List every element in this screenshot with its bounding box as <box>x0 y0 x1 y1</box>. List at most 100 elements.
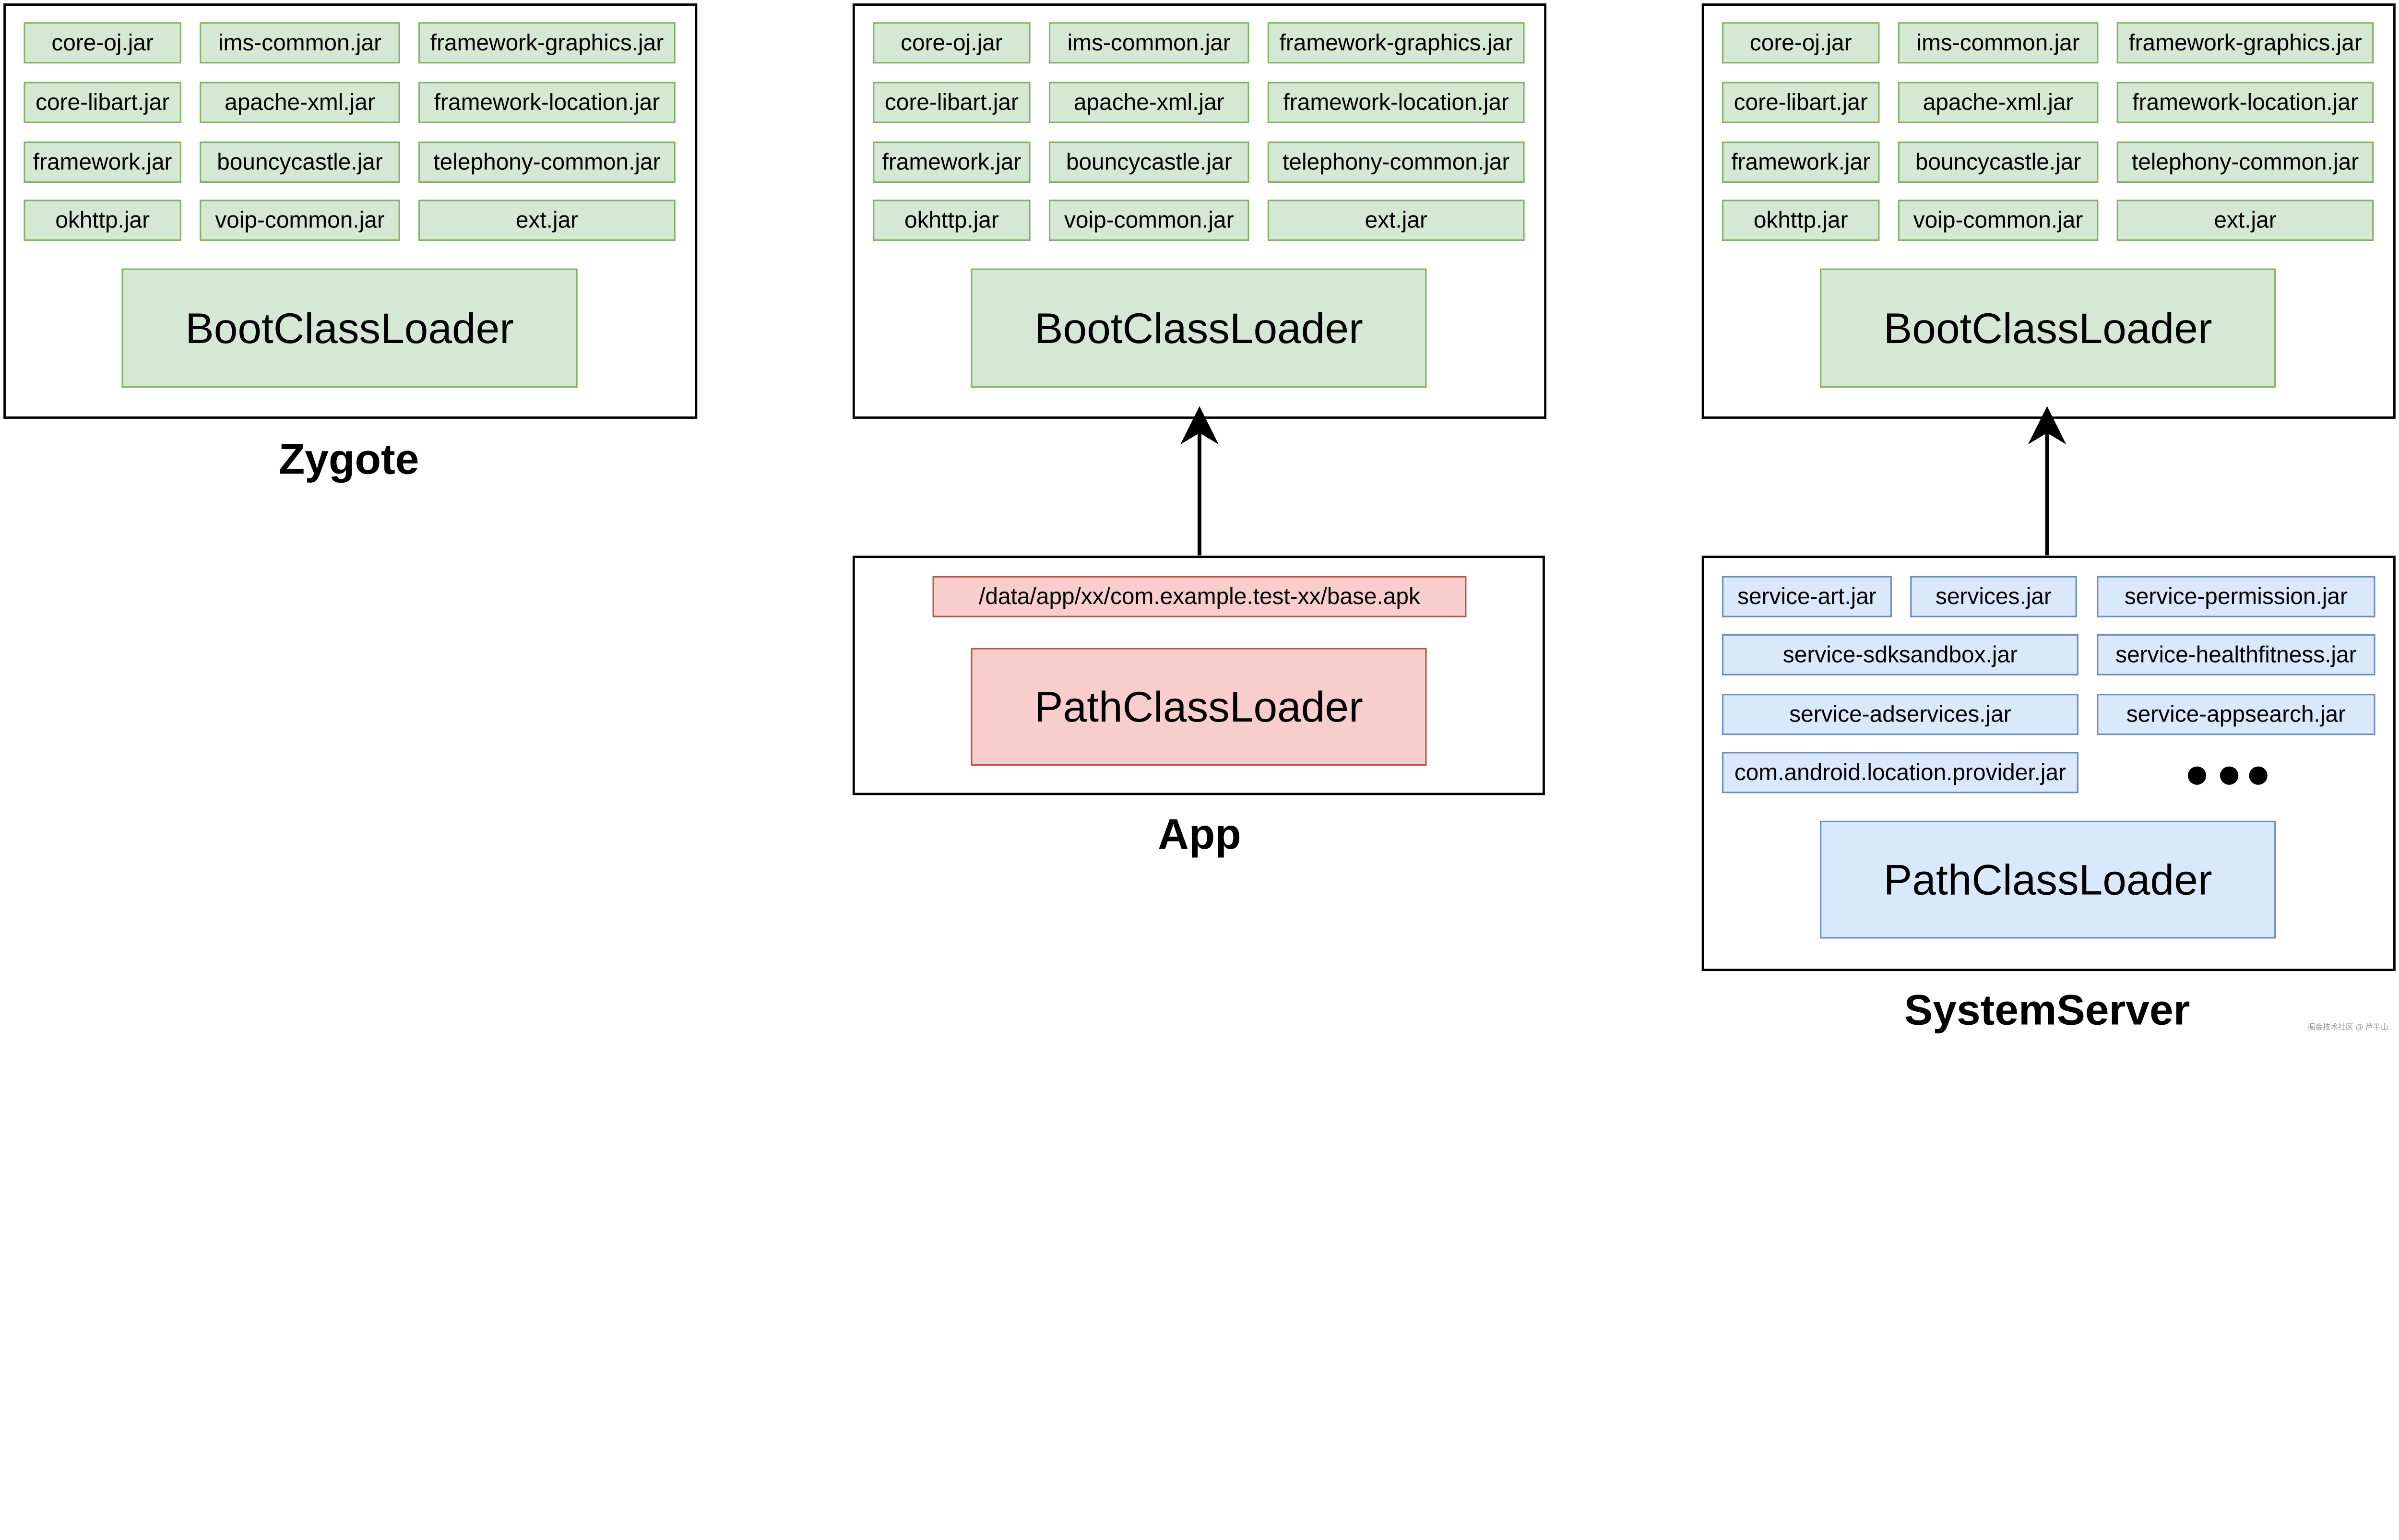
jar-ims-common-rect <box>1048 22 1249 64</box>
jar-services-rect <box>1910 576 2077 617</box>
jar-framework-graphics: framework-graphics.jar <box>2116 22 2374 64</box>
jar-com-android-location-provider-label: com.android.location.provider.jar <box>1734 760 2066 785</box>
jar-framework-graphics: framework-graphics.jar <box>1267 22 1525 64</box>
jar-framework: framework.jar <box>873 141 1031 183</box>
system-server-boot-boot-class-loader-label: BootClassLoader <box>1884 304 2212 352</box>
jar-ims-common-rect <box>1898 22 2099 64</box>
jar-core-libart-rect <box>873 82 1031 123</box>
jar-service-sdksandbox-label: service-sdksandbox.jar <box>1783 642 2018 667</box>
jar-framework-rect <box>873 141 1031 183</box>
jar-core-oj-label: core-oj.jar <box>51 30 154 56</box>
zygote-boot-class-loader: BootClassLoader <box>121 268 578 388</box>
jar-apache-xml-rect <box>200 82 400 123</box>
jar-service-sdksandbox-rect <box>1722 634 2078 675</box>
jar-core-libart: core-libart.jar <box>24 82 181 123</box>
jar-service-appsearch-rect <box>2097 694 2375 735</box>
jar-service-appsearch-label: service-appsearch.jar <box>2126 702 2346 727</box>
jar-service-adservices-label: service-adservices.jar <box>1789 702 2011 727</box>
jar-ims-common-label: ims-common.jar <box>1068 30 1231 56</box>
jar-ims-common: ims-common.jar <box>200 22 400 64</box>
jar-voip-common-rect <box>1898 200 2099 241</box>
system-server-path-class-loader: PathClassLoader <box>1820 820 2276 939</box>
jar-voip-common: voip-common.jar <box>1898 200 2099 241</box>
jar-okhttp-label: okhttp.jar <box>1754 208 1848 233</box>
app-path-class-loader-rect <box>971 648 1427 766</box>
jar-okhttp-rect <box>873 200 1031 241</box>
zygote-title: Zygote <box>279 435 419 483</box>
jar-framework-location-rect <box>418 82 676 123</box>
jar-core-oj-rect <box>1722 22 1880 64</box>
jar-okhttp: okhttp.jar <box>1722 200 1880 241</box>
jar-com-android-location-provider: com.android.location.provider.jar <box>1722 752 2078 794</box>
app-boot-boot-class-loader: BootClassLoader <box>971 268 1427 388</box>
jar-framework-location: framework-location.jar <box>418 82 676 123</box>
jar-service-healthfitness-label: service-healthfitness.jar <box>2115 642 2356 667</box>
jar-ims-common-rect <box>200 22 400 64</box>
jar-core-libart-rect <box>1722 82 1880 123</box>
jar-framework-location-label: framework-location.jar <box>434 90 660 115</box>
jar-ims-common-label: ims-common.jar <box>218 30 381 56</box>
jar-bouncycastle-label: bouncycastle.jar <box>217 150 383 175</box>
jar-service-adservices-rect <box>1722 694 2078 735</box>
jar-bouncycastle-label: bouncycastle.jar <box>1915 150 2081 175</box>
jar-service-permission-rect <box>2097 576 2375 617</box>
jar-service-permission-label: service-permission.jar <box>2125 584 2348 609</box>
jar-service-art-label: service-art.jar <box>1737 584 1876 609</box>
jar-core-oj: core-oj.jar <box>873 22 1031 64</box>
jar-telephony-common-label: telephony-common.jar <box>1283 150 1509 175</box>
jar-service-healthfitness: service-healthfitness.jar <box>2097 634 2375 675</box>
app-path-class-loader-label: PathClassLoader <box>1034 683 1363 731</box>
jar-core-libart-label: core-libart.jar <box>36 90 169 115</box>
jar-service-permission: service-permission.jar <box>2097 576 2375 617</box>
jar-apache-xml-rect <box>1898 82 2099 123</box>
jar-ims-common-label: ims-common.jar <box>1916 30 2079 56</box>
jar-ext-rect <box>1267 200 1525 241</box>
jar-ext: ext.jar <box>2116 200 2374 241</box>
jar-voip-common: voip-common.jar <box>1048 200 1249 241</box>
dot <box>2187 766 2207 785</box>
jar-framework-graphics-label: framework-graphics.jar <box>1280 30 1513 56</box>
jar-service-art: service-art.jar <box>1722 576 1892 617</box>
apk-path: /data/app/xx/com.example.test-xx/base.ap… <box>932 576 1467 617</box>
jar-ext-label: ext.jar <box>1365 208 1427 233</box>
jar-telephony-common: telephony-common.jar <box>418 141 676 183</box>
jar-apache-xml-label: apache-xml.jar <box>1074 90 1224 115</box>
jar-framework-graphics-label: framework-graphics.jar <box>430 30 664 56</box>
jar-okhttp-rect <box>24 200 181 241</box>
jar-apache-xml-rect <box>1048 82 1249 123</box>
jar-telephony-common: telephony-common.jar <box>2116 141 2374 183</box>
system-server-boot-boot-class-loader: BootClassLoader <box>1820 268 2276 388</box>
jar-framework-location: framework-location.jar <box>2116 82 2374 123</box>
jar-bouncycastle-rect <box>200 141 400 183</box>
jar-core-libart-label: core-libart.jar <box>885 90 1019 115</box>
jar-voip-common-rect <box>200 200 400 241</box>
jar-framework-location-rect <box>2116 82 2374 123</box>
system-server-title: SystemServer <box>1904 986 2190 1034</box>
jar-framework-location-rect <box>1267 82 1525 123</box>
system-server-path-class-loader-label: PathClassLoader <box>1884 856 2212 904</box>
jar-core-libart-label: core-libart.jar <box>1734 90 1868 115</box>
jar-ext-label: ext.jar <box>516 208 578 233</box>
jar-telephony-common: telephony-common.jar <box>1267 141 1525 183</box>
jar-framework-label: framework.jar <box>33 150 172 175</box>
zygote-boot-class-loader-rect <box>121 268 578 388</box>
jar-services: services.jar <box>1910 576 2077 617</box>
jar-apache-xml: apache-xml.jar <box>1048 82 1249 123</box>
jar-framework-graphics-rect <box>1267 22 1525 64</box>
jar-com-android-location-provider-rect <box>1722 752 2078 794</box>
jar-framework-graphics-label: framework-graphics.jar <box>2128 30 2362 56</box>
ellipsis-icon <box>2187 766 2268 785</box>
jar-framework: framework.jar <box>1722 141 1880 183</box>
jar-framework-label: framework.jar <box>882 150 1021 175</box>
jar-core-libart-rect <box>24 82 181 123</box>
jar-ext: ext.jar <box>418 200 676 241</box>
jar-apache-xml-label: apache-xml.jar <box>225 90 375 115</box>
zygote-boot-class-loader-label: BootClassLoader <box>185 304 514 352</box>
jar-service-art-rect <box>1722 576 1892 617</box>
jar-apache-xml: apache-xml.jar <box>200 82 400 123</box>
classloader-diagram: core-oj.jar ims-common.jar framework-graph… <box>3 3 2396 1034</box>
jar-bouncycastle-label: bouncycastle.jar <box>1066 150 1232 175</box>
jar-ims-common: ims-common.jar <box>1898 22 2099 64</box>
jar-ext-rect <box>418 200 676 241</box>
watermark: 掘金技术社区 @ 芦半山 <box>2307 1023 2388 1031</box>
